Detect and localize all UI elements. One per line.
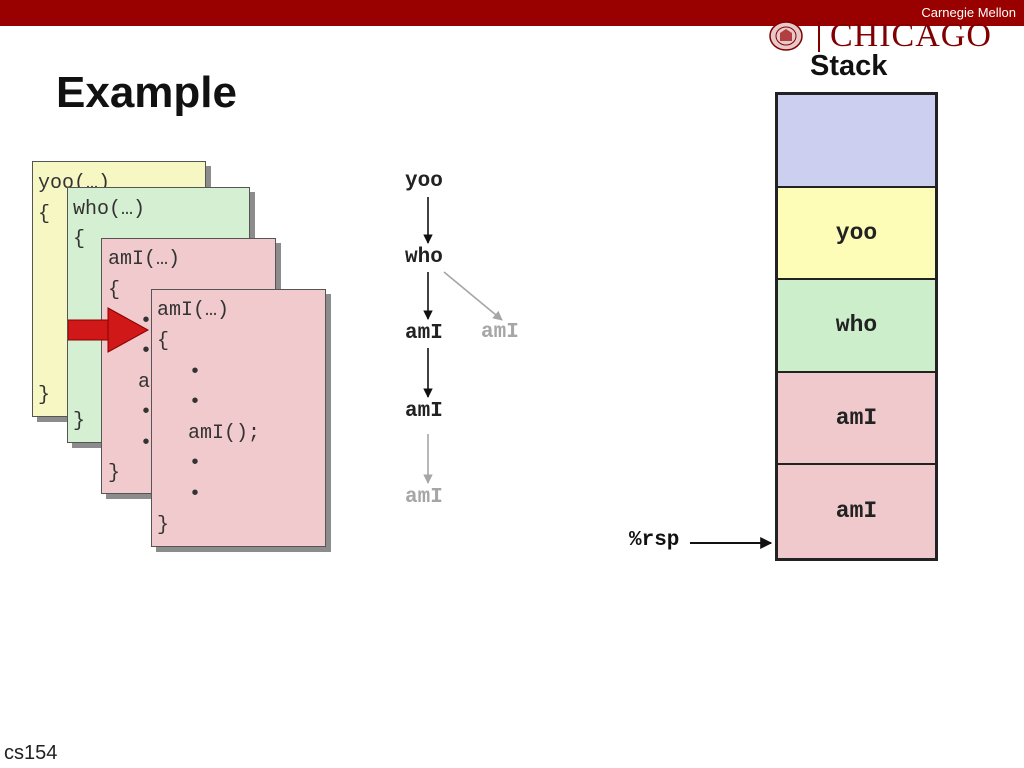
stack-frame-top xyxy=(778,95,935,188)
stack-diagram: yoo who amI amI xyxy=(775,92,938,561)
open-brace: { xyxy=(108,279,121,302)
code-card-ami-inner: amI(…) { • • amI(); • • } xyxy=(151,289,326,547)
tree-node-yoo: yoo xyxy=(405,170,443,193)
stack-title: Stack xyxy=(810,50,888,82)
tree-node-ami-1: amI xyxy=(405,322,443,345)
bullet: • xyxy=(189,361,202,384)
tree-node-who: who xyxy=(405,246,443,269)
stack-frame-yoo: yoo xyxy=(778,187,935,280)
header-bar: Carnegie Mellon xyxy=(0,0,1024,26)
close-brace: } xyxy=(157,514,170,537)
university-seal-icon xyxy=(769,21,803,51)
open-brace: { xyxy=(38,203,51,226)
card-header: who(…) xyxy=(73,198,146,221)
course-footer: cs154 xyxy=(4,742,58,764)
stack-frame-ami-2: amI xyxy=(778,465,935,558)
open-brace: { xyxy=(157,330,170,353)
university-logo-text: CHICAGO xyxy=(830,17,992,54)
code-fragment: a xyxy=(138,371,151,394)
card-header: amI(…) xyxy=(157,299,230,322)
recursive-call: amI(); xyxy=(188,422,261,445)
university-name: Carnegie Mellon xyxy=(921,5,1016,20)
tree-node-ami-3: amI xyxy=(405,486,443,509)
bullet: • xyxy=(140,401,153,424)
current-execution-arrow-icon xyxy=(68,307,150,353)
bullet: • xyxy=(140,432,153,455)
edge-who-ami-side xyxy=(443,271,503,321)
bullet: • xyxy=(189,483,202,506)
card-header: amI(…) xyxy=(108,248,181,271)
tree-node-ami-2: amI xyxy=(405,400,443,423)
tree-node-ami-side: amI xyxy=(481,321,519,344)
close-brace: } xyxy=(38,384,51,407)
open-brace: { xyxy=(73,228,86,251)
bullet: • xyxy=(189,391,202,414)
logo-divider xyxy=(818,22,820,52)
bullet: • xyxy=(140,340,153,363)
close-brace: } xyxy=(108,462,121,485)
slide-title: Example xyxy=(56,68,237,117)
close-brace: } xyxy=(73,410,86,433)
stack-frame-ami-1: amI xyxy=(778,372,935,465)
stack-frame-who: who xyxy=(778,280,935,373)
bullet: • xyxy=(189,452,202,475)
stack-pointer-label: %rsp xyxy=(629,529,680,552)
